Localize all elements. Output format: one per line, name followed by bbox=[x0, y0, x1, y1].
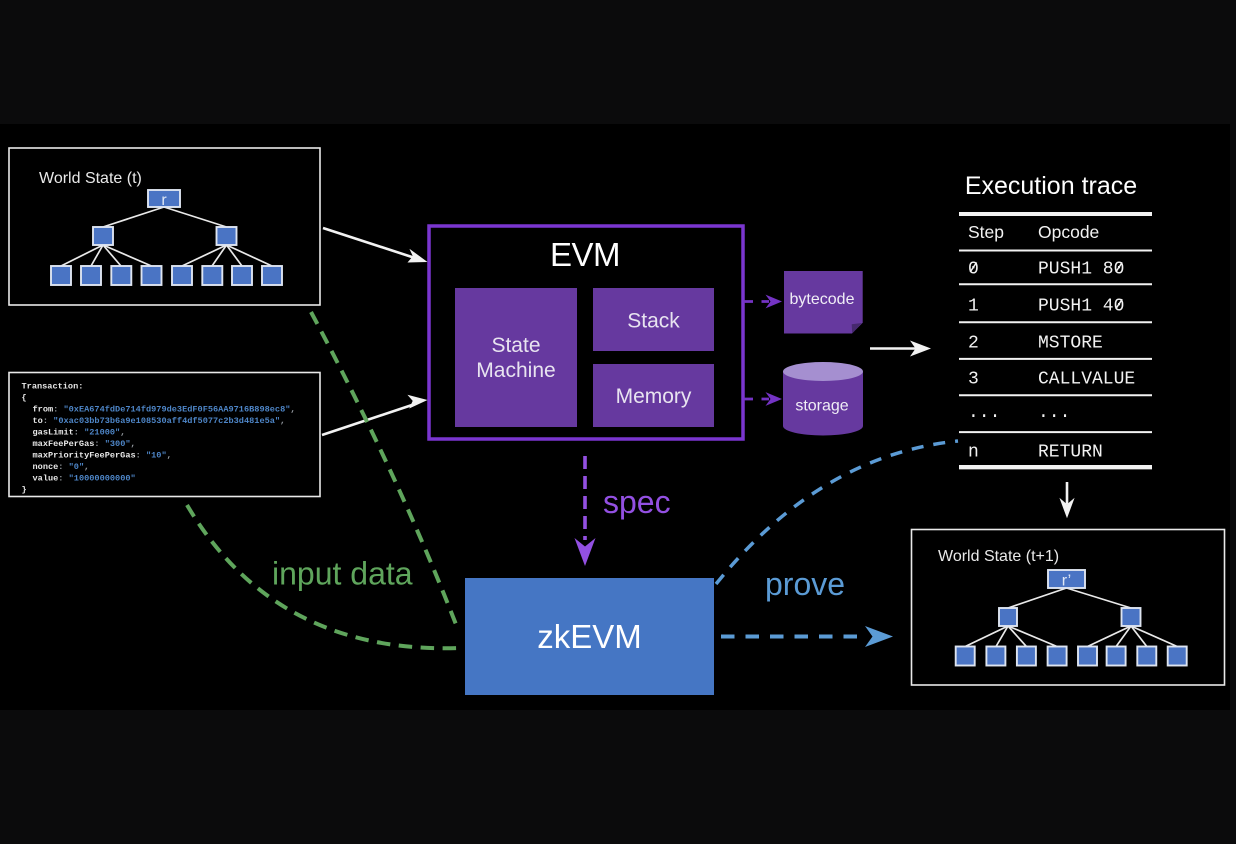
svg-text:...: ... bbox=[968, 403, 1000, 423]
svg-text:3: 3 bbox=[968, 370, 979, 390]
svg-text:World State (t+1): World State (t+1) bbox=[938, 548, 1059, 565]
svg-text:RETURN: RETURN bbox=[1038, 442, 1103, 462]
svg-text:n: n bbox=[968, 442, 979, 462]
svg-text:Memory: Memory bbox=[616, 385, 692, 408]
svg-text:bytecode: bytecode bbox=[790, 291, 855, 308]
svg-text:MSTORE: MSTORE bbox=[1038, 334, 1103, 354]
svg-text:...: ... bbox=[1038, 403, 1070, 423]
svg-text:storage: storage bbox=[795, 398, 848, 415]
svg-text:Execution trace: Execution trace bbox=[965, 172, 1137, 200]
svg-text:0: 0 bbox=[968, 260, 979, 280]
svg-text:prove: prove bbox=[765, 566, 845, 602]
svg-text:1: 1 bbox=[968, 297, 979, 317]
svg-text:Opcode: Opcode bbox=[1038, 222, 1099, 242]
svg-text:to: "0xac03bb73b6a9e108530aff4: to: "0xac03bb73b6a9e108530aff4df5077c2b3… bbox=[33, 416, 286, 426]
svg-text:2: 2 bbox=[968, 334, 979, 354]
svg-text:maxFeePerGas: "300",: maxFeePerGas: "300", bbox=[33, 439, 136, 449]
svg-text:CALLVALUE: CALLVALUE bbox=[1038, 370, 1135, 390]
svg-text:zkEVM: zkEVM bbox=[537, 618, 642, 655]
svg-text:{: { bbox=[22, 393, 27, 403]
svg-text:State: State bbox=[491, 334, 540, 357]
svg-text:PUSH1 40: PUSH1 40 bbox=[1038, 297, 1124, 317]
svg-text:PUSH1 80: PUSH1 80 bbox=[1038, 260, 1124, 280]
svg-text:Transaction:: Transaction: bbox=[22, 381, 84, 391]
svg-text:from: "0xEA674fdDe714fd979de3E: from: "0xEA674fdDe714fd979de3EdF0F56AA97… bbox=[33, 404, 296, 414]
svg-text:World State (t): World State (t) bbox=[39, 170, 142, 187]
svg-text:maxPriorityFeePerGas: "10",: maxPriorityFeePerGas: "10", bbox=[33, 450, 172, 460]
svg-text:r’: r’ bbox=[1062, 572, 1071, 589]
svg-text:spec: spec bbox=[603, 484, 671, 520]
svg-text:nonce: "0",: nonce: "0", bbox=[33, 462, 90, 472]
svg-text:}: } bbox=[22, 485, 27, 495]
svg-text:input data: input data bbox=[272, 556, 413, 592]
svg-text:gasLimit: "21000",: gasLimit: "21000", bbox=[33, 427, 126, 437]
svg-text:Machine: Machine bbox=[476, 359, 555, 382]
svg-text:value: "10000000000": value: "10000000000" bbox=[33, 473, 136, 483]
svg-text:Step: Step bbox=[968, 222, 1004, 242]
svg-text:Stack: Stack bbox=[627, 310, 680, 333]
svg-text:r: r bbox=[161, 192, 167, 209]
svg-text:EVM: EVM bbox=[550, 236, 620, 273]
